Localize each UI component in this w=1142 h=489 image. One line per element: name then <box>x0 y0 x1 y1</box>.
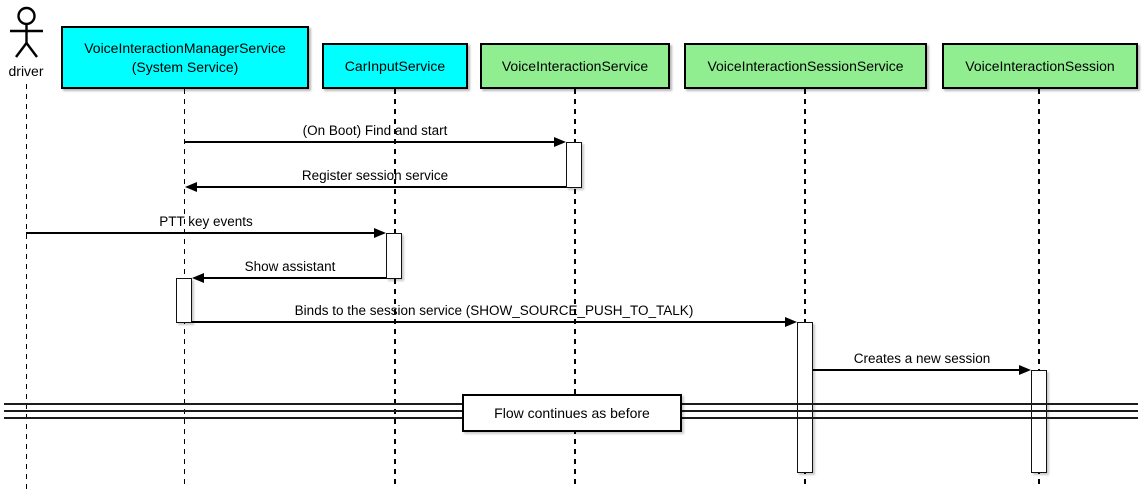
participant-voiceinteractionmanagerservice: VoiceInteractionManagerService (System S… <box>61 26 309 89</box>
activation-voiceinteractionsession <box>1031 370 1047 473</box>
message-line <box>192 321 785 323</box>
divider-label: Flow continues as before <box>494 405 650 421</box>
activation-voiceinteractionmanagerservice <box>176 278 192 323</box>
activation-voiceinteractionsessionservice <box>797 322 813 473</box>
arrowhead-right-icon <box>1019 364 1031 375</box>
message-label-binds-to-session-service: Binds to the session service (SHOW_SOURC… <box>294 303 694 318</box>
message-label-on-boot-find-and-start: (On Boot) Find and start <box>302 123 448 138</box>
participant-name: VoiceInteractionManagerService <box>84 40 286 57</box>
message-label-ptt-key-events: PTT key events <box>159 214 253 229</box>
arrowhead-right-icon <box>785 316 797 327</box>
participant-voiceinteractionsessionservice: VoiceInteractionSessionService <box>684 43 927 89</box>
participant-name: VoiceInteractionSessionService <box>707 57 904 74</box>
lifeline-carinputservice <box>394 89 396 489</box>
message-line <box>197 186 566 188</box>
lifeline-voiceinteractionservice <box>574 89 576 489</box>
message-label-creates-a-new-session: Creates a new session <box>853 351 991 366</box>
divider-label-box: Flow continues as before <box>462 394 682 432</box>
actor-driver-label: driver <box>8 63 44 79</box>
participant-carinputservice: CarInputService <box>322 43 468 89</box>
message-line <box>204 277 386 279</box>
message-line <box>26 232 374 234</box>
participant-voiceinteractionservice: VoiceInteractionService <box>480 43 670 89</box>
participant-name: CarInputService <box>344 57 446 74</box>
lifeline-voiceinteractionsession <box>1038 89 1040 489</box>
arrowhead-right-icon <box>554 136 566 147</box>
lifeline-driver <box>25 84 28 489</box>
message-label-show-assistant: Show assistant <box>244 259 336 274</box>
arrowhead-left-icon <box>185 181 197 192</box>
message-line <box>184 141 555 143</box>
actor-driver-icon <box>10 6 43 58</box>
message-label-register-session-service: Register session service <box>301 168 449 183</box>
participant-name: VoiceInteractionSession <box>965 57 1115 74</box>
message-line <box>813 369 1019 371</box>
arrowhead-left-icon <box>192 272 204 283</box>
lifeline-voiceinteractionsessionservice <box>804 89 806 489</box>
activation-carinputservice <box>386 233 402 279</box>
participant-subtitle: (System Service) <box>131 58 239 75</box>
participant-name: VoiceInteractionService <box>501 57 649 74</box>
arrowhead-right-icon <box>374 227 386 238</box>
activation-voiceinteractionservice <box>566 142 582 188</box>
participant-voiceinteractionsession: VoiceInteractionSession <box>942 43 1138 89</box>
